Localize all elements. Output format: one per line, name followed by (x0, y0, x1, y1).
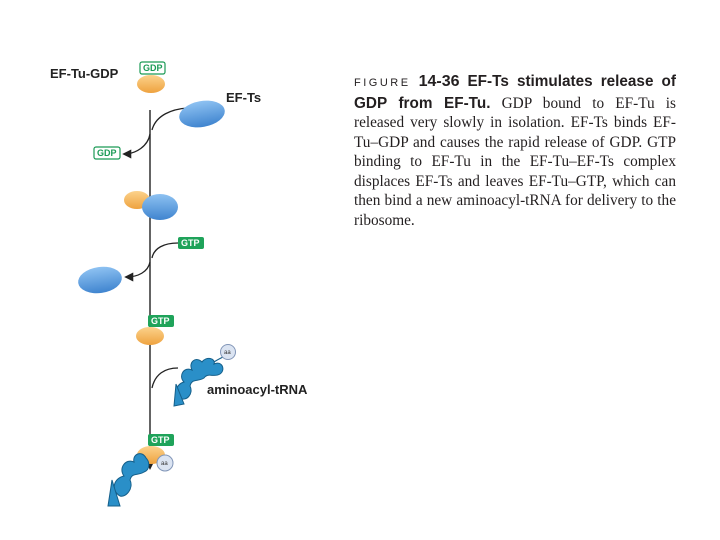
svg-text:GTP: GTP (181, 238, 200, 248)
ef-tu-shape-3 (136, 327, 164, 345)
svg-text:aa: aa (161, 461, 168, 467)
svg-text:GTP: GTP (151, 316, 170, 326)
gtp-tag-1: GTP (178, 237, 204, 249)
gtp-entry-arrow (152, 243, 178, 258)
ef-ts-shape-2 (142, 194, 178, 220)
ef-ts-shape-3 (76, 264, 123, 296)
ef-ts-label: EF-Ts (226, 90, 261, 105)
ef-tu-gdp-label: EF-Tu-GDP (50, 66, 119, 81)
gdp-tag-2: GDP (94, 147, 120, 159)
trna-shape-2 (108, 454, 149, 506)
aminoacyl-trna-label: aminoacyl-tRNA (207, 382, 308, 397)
svg-text:GTP: GTP (151, 435, 170, 445)
ef-ts-shape-1 (177, 97, 227, 131)
figure-word: FIGURE (354, 77, 411, 89)
trna-entry-arrow (152, 368, 178, 388)
figure-number: 14-36 (419, 73, 460, 90)
ef-tu-shape-1 (137, 75, 165, 93)
figure-body: GDP bound to EF-Tu is released very slow… (354, 95, 676, 229)
svg-text:aa: aa (224, 350, 231, 356)
aa-badge-1: aa (221, 345, 236, 360)
svg-text:GDP: GDP (143, 63, 163, 73)
ef-ts-release-arrow (126, 262, 150, 277)
aa-badge-2: aa (157, 455, 173, 471)
gtp-tag-3: GTP (148, 434, 174, 446)
svg-text:GDP: GDP (97, 148, 117, 158)
trna-shape-1 (174, 354, 228, 406)
gdp-tag-1: GDP (140, 62, 165, 74)
gtp-tag-2: GTP (148, 315, 174, 327)
gdp-release-arrow (124, 134, 150, 154)
